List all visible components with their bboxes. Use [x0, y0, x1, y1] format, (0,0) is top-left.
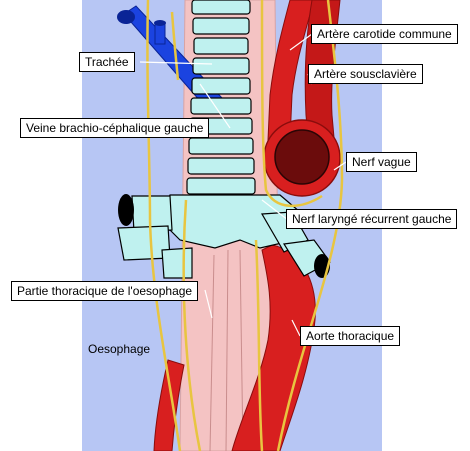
laryngeal-nerve-branch: [254, 239, 264, 451]
esophagus-fold: [209, 254, 215, 451]
label-vague: Nerf vague: [346, 152, 417, 172]
nerves: [146, 0, 344, 451]
trachea-ring: [190, 97, 252, 115]
thoracic-aorta: [231, 244, 316, 451]
vein-end: [117, 10, 135, 24]
label-trachee: Trachée: [79, 52, 135, 72]
trachea-ring: [191, 0, 251, 15]
left-vagus-nerve: [146, 0, 182, 451]
label-veine: Veine brachio-céphalique gauche: [20, 118, 210, 138]
recurrent-laryngeal-nerve: [260, 0, 323, 208]
bronchus-segment: [131, 195, 173, 233]
label-laryngé: Nerf laryngé récurrent gauche: [286, 209, 458, 229]
nerve-branch: [170, 11, 180, 81]
bronchus-segment: [161, 247, 193, 279]
label-oesophage: Oesophage: [88, 342, 151, 356]
trachea-ring: [193, 37, 249, 55]
trachea-ring: [192, 17, 250, 35]
label-aorte: Aorte thoracique: [300, 326, 401, 346]
trachea-ring: [188, 137, 254, 155]
nerve-branch: [182, 199, 202, 451]
esophagus-fold: [225, 249, 229, 451]
trachea-ring: [187, 157, 255, 175]
left-artery-strip: [153, 359, 185, 451]
esophagus-fold: [239, 249, 244, 451]
trachea-ring: [191, 77, 251, 95]
label-partie-thoracique: Partie thoracique de l'oesophage: [11, 281, 199, 301]
trachea-ring: [192, 57, 250, 75]
aortic-arch-lumen: [274, 129, 330, 185]
left-bronchus-opening: [118, 194, 134, 226]
trachea-ring: [186, 177, 256, 195]
label-carotide: Artère carotide commune: [311, 24, 458, 44]
right-vagus-nerve: [276, 0, 344, 451]
label-sousclaviere: Artère sousclavière: [308, 64, 423, 84]
vein-branch-end: [154, 20, 166, 26]
